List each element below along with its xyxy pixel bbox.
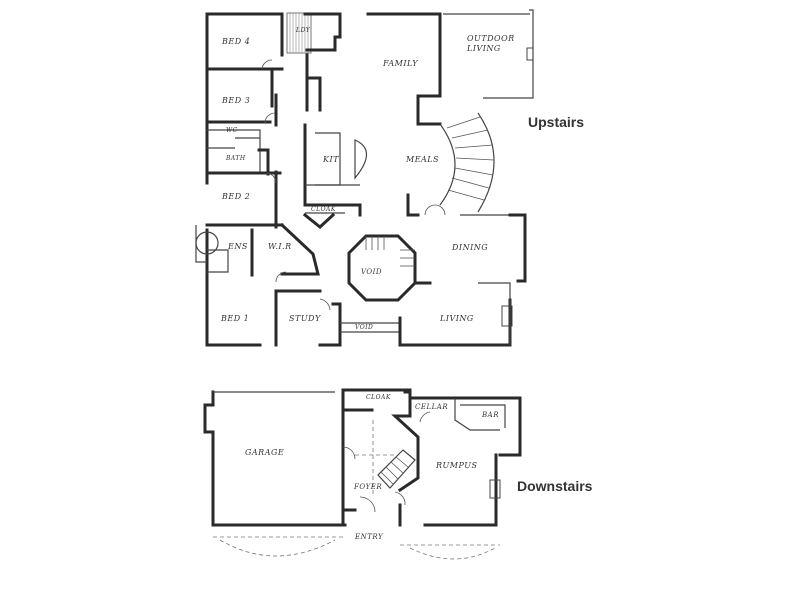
room-label-cloak-downstairs: CLOAK xyxy=(366,394,391,401)
room-label-ensuite: ENS xyxy=(228,242,248,251)
room-label-living: LIVING xyxy=(440,314,474,323)
room-label-void: VOID xyxy=(361,268,383,276)
room-label-outdoor-living: LIVING xyxy=(467,44,501,53)
room-label-cellar: CELLAR xyxy=(415,403,449,411)
room-label-wc: WC xyxy=(226,127,238,134)
room-label-entry: ENTRY xyxy=(355,533,384,541)
room-label-cloak-upstairs: CLOAK xyxy=(311,206,336,213)
room-label-kitchen: KIT xyxy=(323,155,339,164)
room-label-garage: GARAGE xyxy=(245,448,285,457)
room-label-void-2: VOID xyxy=(355,324,374,331)
room-label-bar: BAR xyxy=(482,411,499,419)
room-label-outdoor: OUTDOOR xyxy=(467,34,515,43)
room-label-bed-2: BED 2 xyxy=(222,192,251,201)
void-staircase xyxy=(347,234,432,302)
room-label-dining: DINING xyxy=(452,243,489,252)
downstairs-plan xyxy=(203,388,522,560)
room-label-foyer: FOYER xyxy=(354,483,383,491)
upstairs-title: Upstairs xyxy=(528,114,585,130)
upstairs-plan xyxy=(195,9,534,347)
room-label-meals: MEALS xyxy=(406,155,440,164)
room-label-bed-1: BED 1 xyxy=(221,314,250,323)
downstairs-staircase xyxy=(377,449,416,489)
room-label-family: FAMILY xyxy=(383,59,419,68)
room-label-bed-4: BED 4 xyxy=(222,37,251,46)
room-label-bath: BATH xyxy=(226,155,246,162)
room-label-study: STUDY xyxy=(289,314,321,323)
room-label-wir: W.I.R xyxy=(268,242,292,251)
room-label-laundry: LDY xyxy=(296,27,311,34)
downstairs-title: Downstairs xyxy=(517,478,593,494)
curved-staircase xyxy=(439,112,495,213)
room-label-bed-3: BED 3 xyxy=(222,96,251,105)
stair-hatch xyxy=(286,12,312,54)
room-label-rumpus: RUMPUS xyxy=(436,461,478,470)
